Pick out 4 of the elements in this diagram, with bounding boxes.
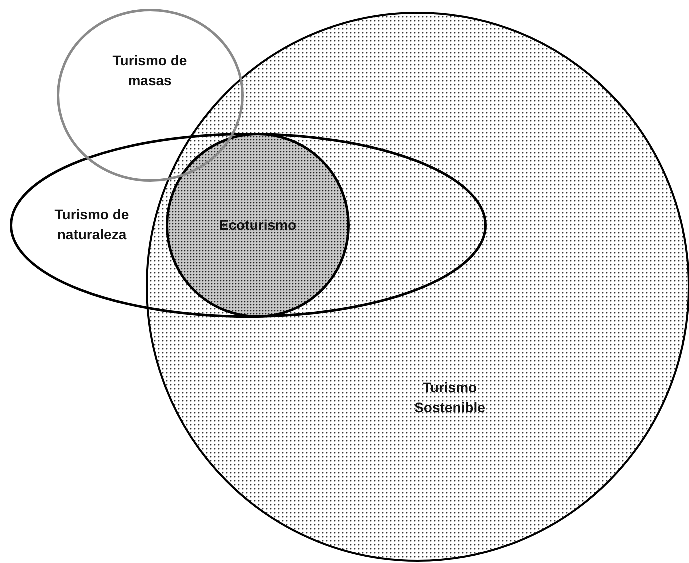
region-label: Turismo de naturaleza: [54, 206, 130, 245]
region-label: Ecoturismo: [218, 216, 298, 235]
region-label: Turismo de masas: [112, 52, 188, 91]
region-label: Turismo Sostenible: [414, 378, 486, 418]
